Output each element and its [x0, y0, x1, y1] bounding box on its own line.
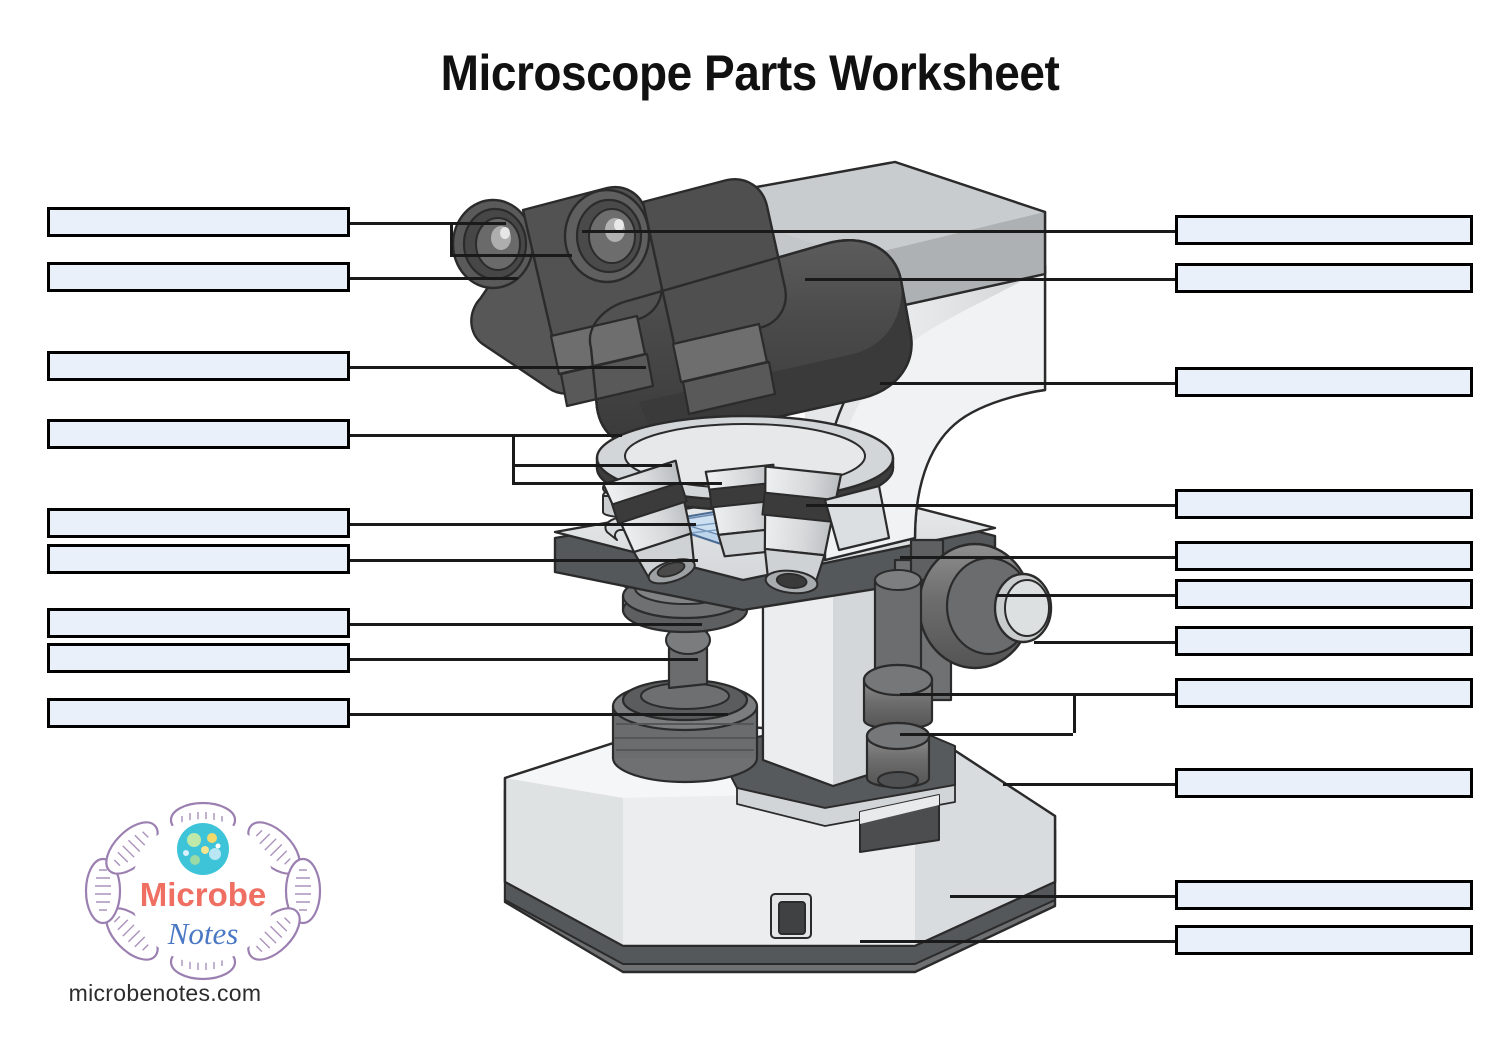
objective-lens-middle [704, 463, 777, 558]
leader-left-6 [350, 559, 698, 562]
microscope-illustration [451, 160, 1057, 974]
leader-left-1-branch-b [450, 254, 572, 257]
logo-brand-line2: Notes [167, 916, 239, 951]
answer-box-right-7[interactable] [1175, 626, 1473, 656]
answer-box-left-5[interactable] [47, 508, 350, 538]
leader-left-7 [350, 623, 702, 626]
website-url: microbenotes.com [68, 980, 262, 1006]
logo-brand-line1: Microbe [140, 876, 267, 913]
leader-left-3 [350, 366, 646, 369]
answer-box-left-6[interactable] [47, 544, 350, 574]
leader-left-4-stem [350, 434, 512, 437]
leader-left-5 [350, 523, 696, 526]
power-switch [778, 901, 806, 935]
answer-box-left-2[interactable] [47, 262, 350, 292]
leader-left-2 [350, 277, 518, 280]
leader-right-2 [805, 278, 1175, 281]
answer-box-left-1[interactable] [47, 207, 350, 237]
leader-left-4-branch-b [512, 464, 672, 467]
page-title: Microscope Parts Worksheet [440, 45, 1060, 101]
leader-left-4-branch-a [512, 434, 622, 437]
binocular-head [451, 178, 913, 448]
logo-mark: Microbe Notes [84, 801, 322, 981]
microbe-notes-logo: Microbe Notes [78, 796, 328, 991]
leader-right-11 [860, 940, 1175, 943]
leader-right-8-bracket [1073, 693, 1076, 733]
answer-box-right-3[interactable] [1175, 367, 1473, 397]
leader-right-8-branch-a [900, 693, 1073, 696]
illuminator [611, 678, 759, 784]
leader-left-1-branch-a [450, 222, 506, 225]
leader-left-9 [350, 713, 728, 716]
answer-box-right-1[interactable] [1175, 215, 1473, 245]
leader-right-8-stem [1073, 693, 1175, 696]
answer-box-right-5[interactable] [1175, 541, 1473, 571]
answer-box-right-2[interactable] [1175, 263, 1473, 293]
leader-left-4-branch-c [512, 482, 722, 485]
leader-right-3 [880, 382, 1175, 385]
leader-left-8 [350, 658, 698, 661]
leader-left-1-stem [350, 222, 450, 225]
microscope-diagram [355, 140, 1115, 1025]
leader-right-9 [1003, 783, 1175, 786]
answer-box-right-4[interactable] [1175, 489, 1473, 519]
answer-box-right-10[interactable] [1175, 880, 1473, 910]
answer-box-right-9[interactable] [1175, 768, 1473, 798]
leader-right-6 [996, 594, 1175, 597]
leader-right-1 [582, 230, 1175, 233]
answer-box-left-3[interactable] [47, 351, 350, 381]
leader-right-7 [1034, 641, 1175, 644]
leader-left-1-bracket [450, 222, 453, 254]
microbe-globe-icon [177, 823, 229, 875]
dna-ring-icon [84, 801, 322, 981]
answer-box-left-4[interactable] [47, 419, 350, 449]
leader-right-10 [950, 895, 1175, 898]
answer-box-left-9[interactable] [47, 698, 350, 728]
leader-right-8-branch-b [900, 733, 1073, 736]
leader-right-5 [900, 556, 1175, 559]
leader-left-4-bracket [512, 434, 515, 482]
answer-box-left-8[interactable] [47, 643, 350, 673]
objective-lens-right [761, 465, 843, 595]
answer-box-right-8[interactable] [1175, 678, 1473, 708]
stage-adjustment-knobs [862, 569, 934, 789]
answer-box-right-6[interactable] [1175, 579, 1473, 609]
leader-right-4 [806, 504, 1175, 507]
answer-box-left-7[interactable] [47, 608, 350, 638]
answer-box-right-11[interactable] [1175, 925, 1473, 955]
